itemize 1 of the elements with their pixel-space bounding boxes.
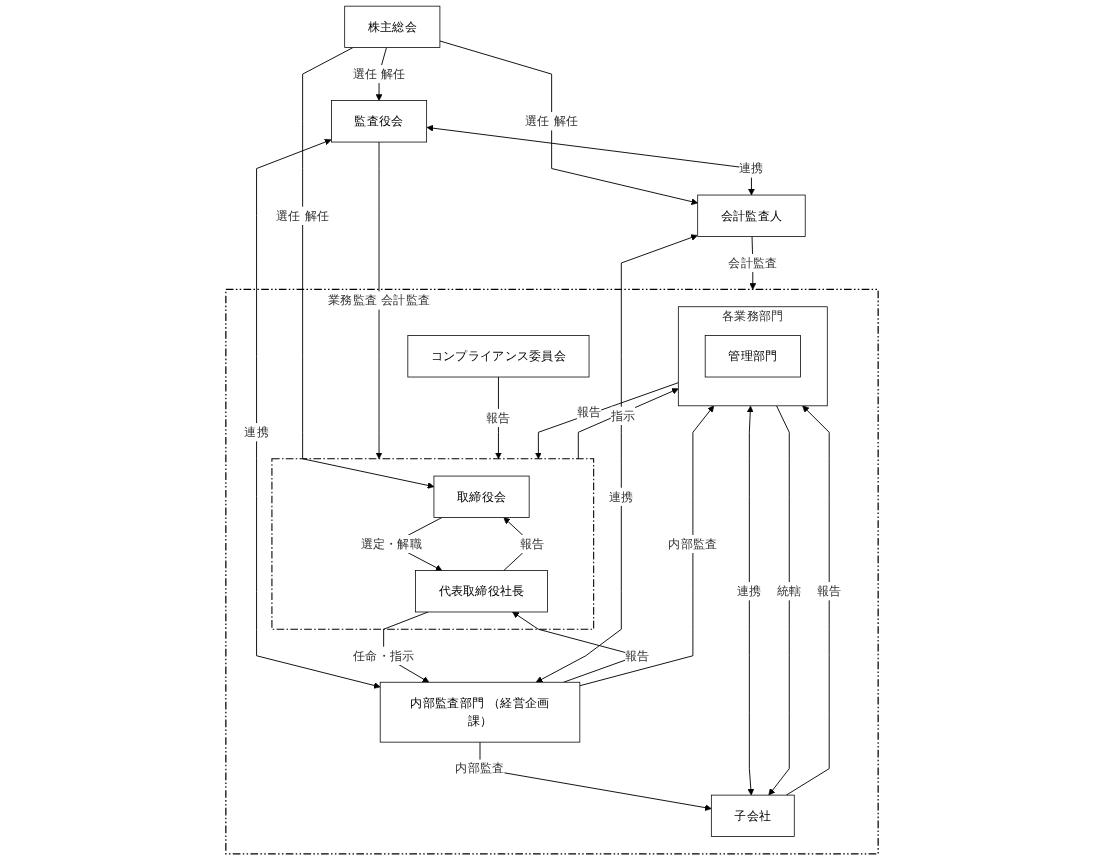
cluster — [271, 458, 595, 630]
